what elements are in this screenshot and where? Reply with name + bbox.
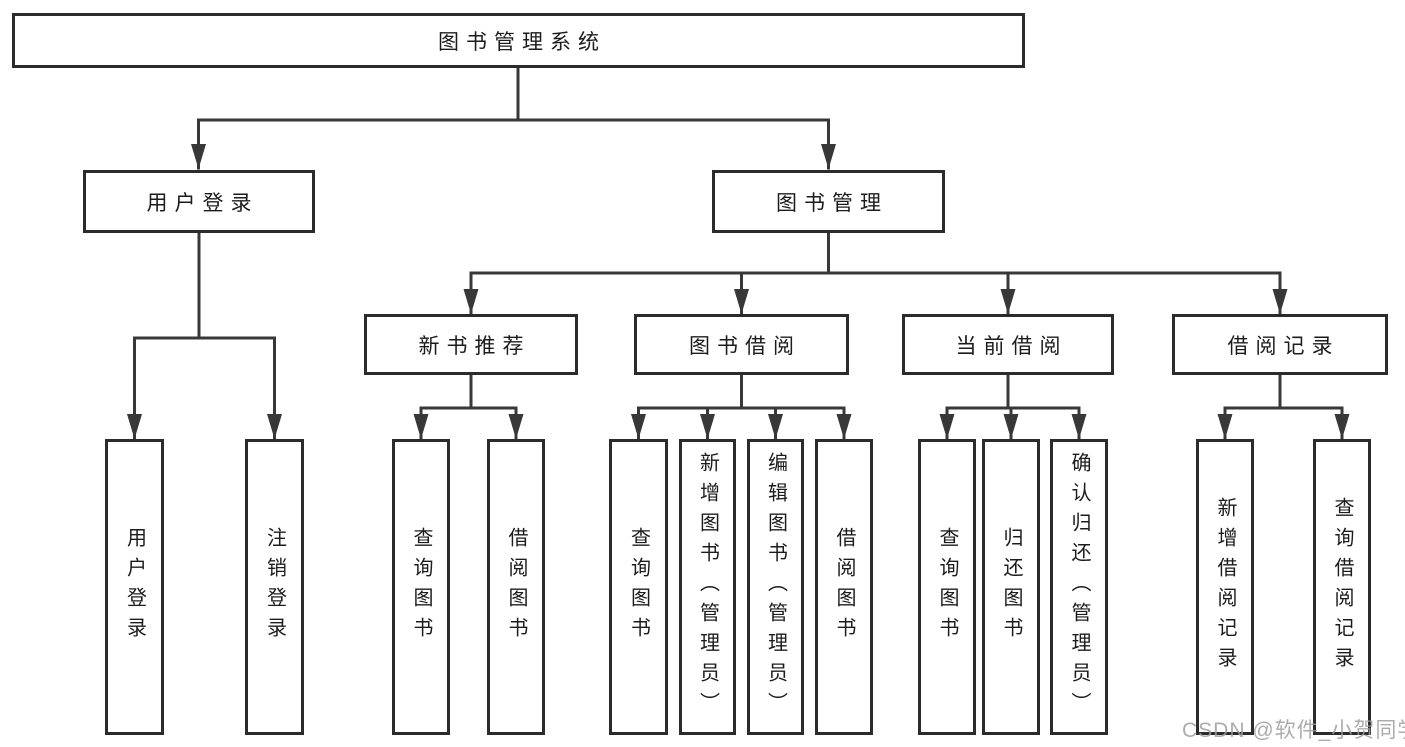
leaf-user-login: 用户登录 [105,439,164,735]
leaf-borrow-books-recommend: 借阅图书 [487,439,545,735]
node-current-borrow: 当前借阅 [902,314,1114,375]
leaf-query-borrow-record: 查询借阅记录 [1313,439,1371,735]
connector-book-management-branch [463,231,1288,315]
node-new-book-recommend: 新书推荐 [364,314,578,375]
connector-user-login-branch [127,231,282,440]
leaf-edit-books-admin: 编辑图书（管理员） [747,439,804,735]
node-book-management: 图书管理 [712,170,945,233]
connector-book-borrow-branch [631,373,852,440]
leaf-return-books: 归还图书 [982,439,1040,735]
leaf-query-books-recommend: 查询图书 [392,439,450,735]
leaf-add-borrow-record: 新增借阅记录 [1196,439,1254,735]
leaf-query-books-borrow: 查询图书 [609,439,668,735]
leaf-query-books-current: 查询图书 [918,439,976,735]
leaf-logout-login: 注销登录 [245,439,304,735]
leaf-add-books-admin: 新增图书（管理员） [679,439,736,735]
leaf-borrow-books: 借阅图书 [815,439,873,735]
connector-current-borrow-branch [939,373,1087,440]
node-library-management-system: 图书管理系统 [12,13,1025,68]
connector-new-book-recommend-branch [413,373,524,440]
node-borrow-records: 借阅记录 [1172,314,1388,375]
connector-borrow-records-branch [1217,373,1350,440]
node-book-borrow: 图书借阅 [634,314,849,375]
node-user-login: 用户登录 [83,170,315,233]
leaf-confirm-return-admin: 确认归还（管理员） [1050,439,1108,735]
connector-root-to-level2 [191,66,836,170]
csdn-watermark: CSDN @软件_小贺同学 [1182,719,1405,742]
